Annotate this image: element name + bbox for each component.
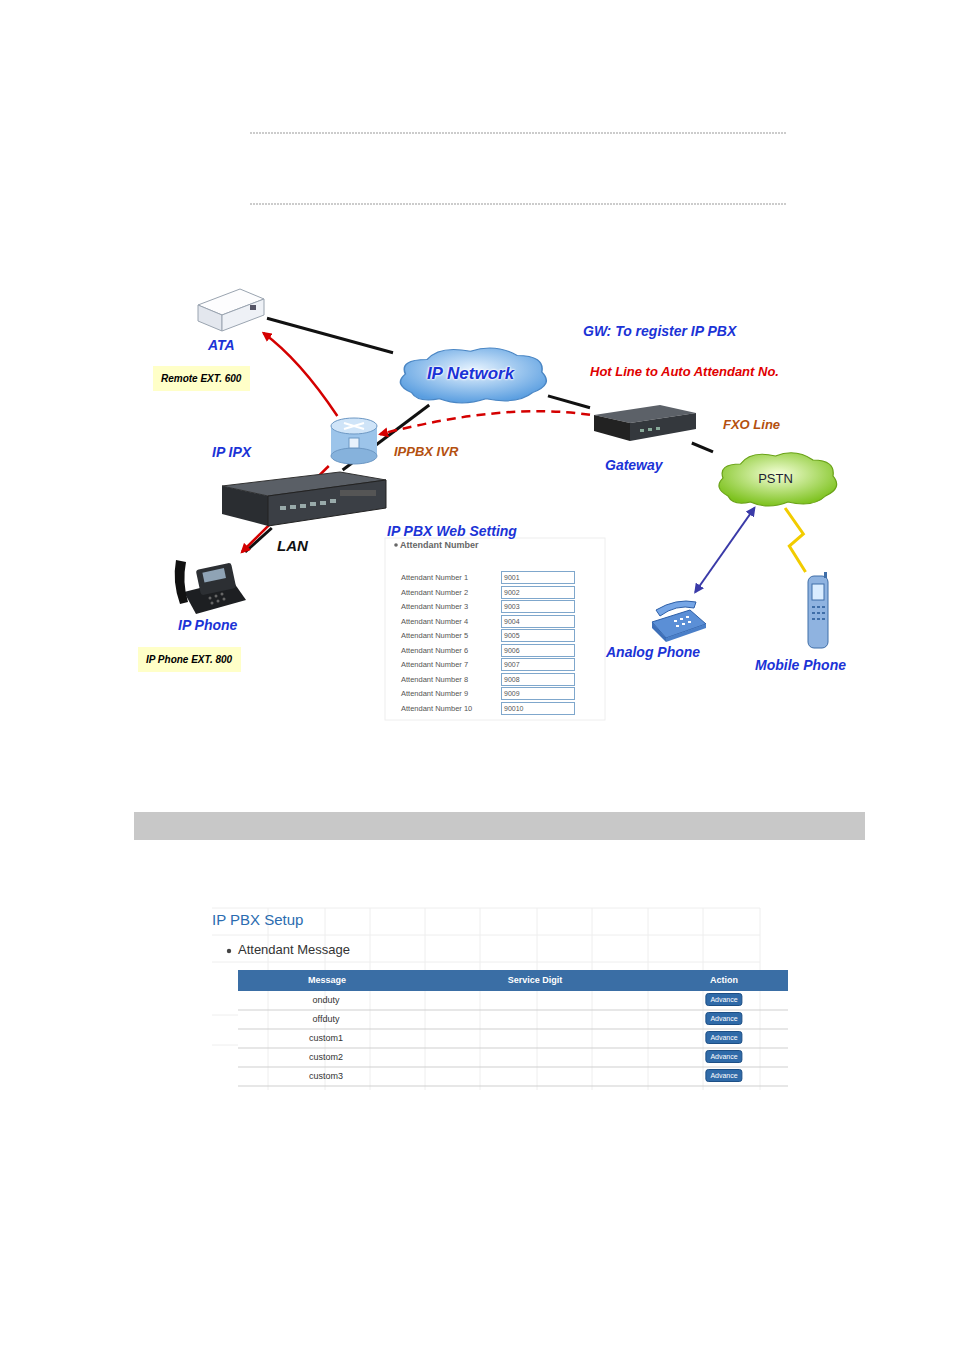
- field-label: Attendant Number 1: [401, 573, 468, 582]
- table-header: [238, 970, 788, 991]
- action-button: Advance: [705, 1031, 742, 1044]
- icon-drawing: [802, 572, 834, 650]
- extension-note: IP Phone EXT. 800: [138, 647, 241, 672]
- connector: [548, 396, 590, 408]
- action-button: Advance: [705, 1069, 742, 1082]
- node-label: Mobile Phone: [755, 657, 846, 673]
- ivr-router: IPPBX IVR: [328, 416, 380, 466]
- mobile-phone: Mobile Phone: [802, 572, 834, 650]
- field-value: 9008: [501, 673, 575, 686]
- bullet: [394, 543, 398, 547]
- connector: [692, 443, 713, 452]
- field-value: 9006: [501, 644, 575, 657]
- table-cell: custom2: [309, 1052, 343, 1062]
- column-header: Service Digit: [508, 975, 563, 985]
- column-header: Message: [308, 975, 346, 985]
- node-label: IP Phone: [178, 617, 237, 633]
- connector: [785, 508, 805, 572]
- field-label: Attendant Number 7: [401, 660, 468, 669]
- connector: [245, 528, 272, 552]
- field-value: 9005: [501, 629, 575, 642]
- connector: [380, 411, 590, 434]
- table-cell: onduty: [312, 995, 339, 1005]
- line-label: LAN: [277, 537, 308, 554]
- table-rows: [238, 1010, 788, 1086]
- ata-device: ATA: [192, 283, 267, 333]
- gateway-device: Gateway: [590, 403, 698, 443]
- rule-line: [250, 204, 787, 205]
- icon-drawing: [590, 403, 698, 443]
- node-label: Gateway: [605, 457, 663, 473]
- icon-drawing: [220, 470, 388, 528]
- action-button: Advance: [705, 1050, 742, 1063]
- ip-phone: IP Phone: [170, 552, 248, 617]
- page-title: IP PBX Setup: [212, 911, 303, 928]
- extension-note: Remote EXT. 600: [153, 366, 250, 391]
- pstn-cloud: PSTN: [713, 448, 838, 508]
- node-label: ATA: [208, 337, 235, 353]
- field-value: 90010: [501, 702, 575, 715]
- action-button: Advance: [705, 1012, 742, 1025]
- line-label: FXO Line: [723, 417, 780, 432]
- icon-drawing: [646, 592, 708, 644]
- field-value: 9001: [501, 571, 575, 584]
- section-heading: Attendant Message: [238, 942, 350, 957]
- ip-pbx-device: IP IPX: [220, 470, 388, 528]
- field-label: Attendant Number 9: [401, 689, 468, 698]
- field-value: 9007: [501, 658, 575, 671]
- field-label: Attendant Number 6: [401, 646, 468, 655]
- node-label: IP IPX: [212, 444, 251, 460]
- table-cell: offduty: [313, 1014, 340, 1024]
- node-label: IPPBX IVR: [394, 444, 458, 459]
- field-label: Attendant Number 4: [401, 617, 468, 626]
- panel-heading: Attendant Number: [400, 540, 479, 550]
- connector: [263, 333, 337, 416]
- network-cloud: IP Network: [393, 343, 548, 405]
- panel-title: IP PBX Web Setting: [387, 523, 517, 539]
- field-value: 9004: [501, 615, 575, 628]
- field-label: Attendant Number 5: [401, 631, 468, 640]
- icon-drawing: [328, 416, 380, 466]
- connector: [267, 318, 393, 353]
- node-label: IP Network: [427, 364, 514, 384]
- section-band: [134, 812, 865, 840]
- bullet: [227, 949, 231, 953]
- field-value: 9002: [501, 586, 575, 599]
- analog-phone: Analog Phone: [646, 592, 708, 644]
- action-button: Advance: [705, 993, 742, 1006]
- rule-line: [250, 133, 787, 134]
- field-label: Attendant Number 2: [401, 588, 468, 597]
- node-label: PSTN: [758, 471, 793, 486]
- field-label: Attendant Number 10: [401, 704, 472, 713]
- web-setting-panel: [385, 538, 605, 720]
- node-label: Analog Phone: [606, 644, 700, 660]
- field-label: Attendant Number 3: [401, 602, 468, 611]
- icon-drawing: [170, 552, 248, 617]
- field-value: 9003: [501, 600, 575, 613]
- callout-text: Hot Line to Auto Attendant No.: [590, 364, 779, 379]
- callout-text: GW: To register IP PBX: [583, 323, 736, 339]
- node-label: IP Phone EXT. 800: [146, 654, 233, 665]
- field-value: 9009: [501, 687, 575, 700]
- node-label: Remote EXT. 600: [161, 373, 242, 384]
- field-label: Attendant Number 8: [401, 675, 468, 684]
- table-cell: custom1: [309, 1033, 343, 1043]
- column-header: Action: [710, 975, 738, 985]
- table-cell: custom3: [309, 1071, 343, 1081]
- connector: [695, 508, 754, 592]
- background-grid: [212, 908, 760, 1090]
- icon-drawing: [192, 283, 267, 333]
